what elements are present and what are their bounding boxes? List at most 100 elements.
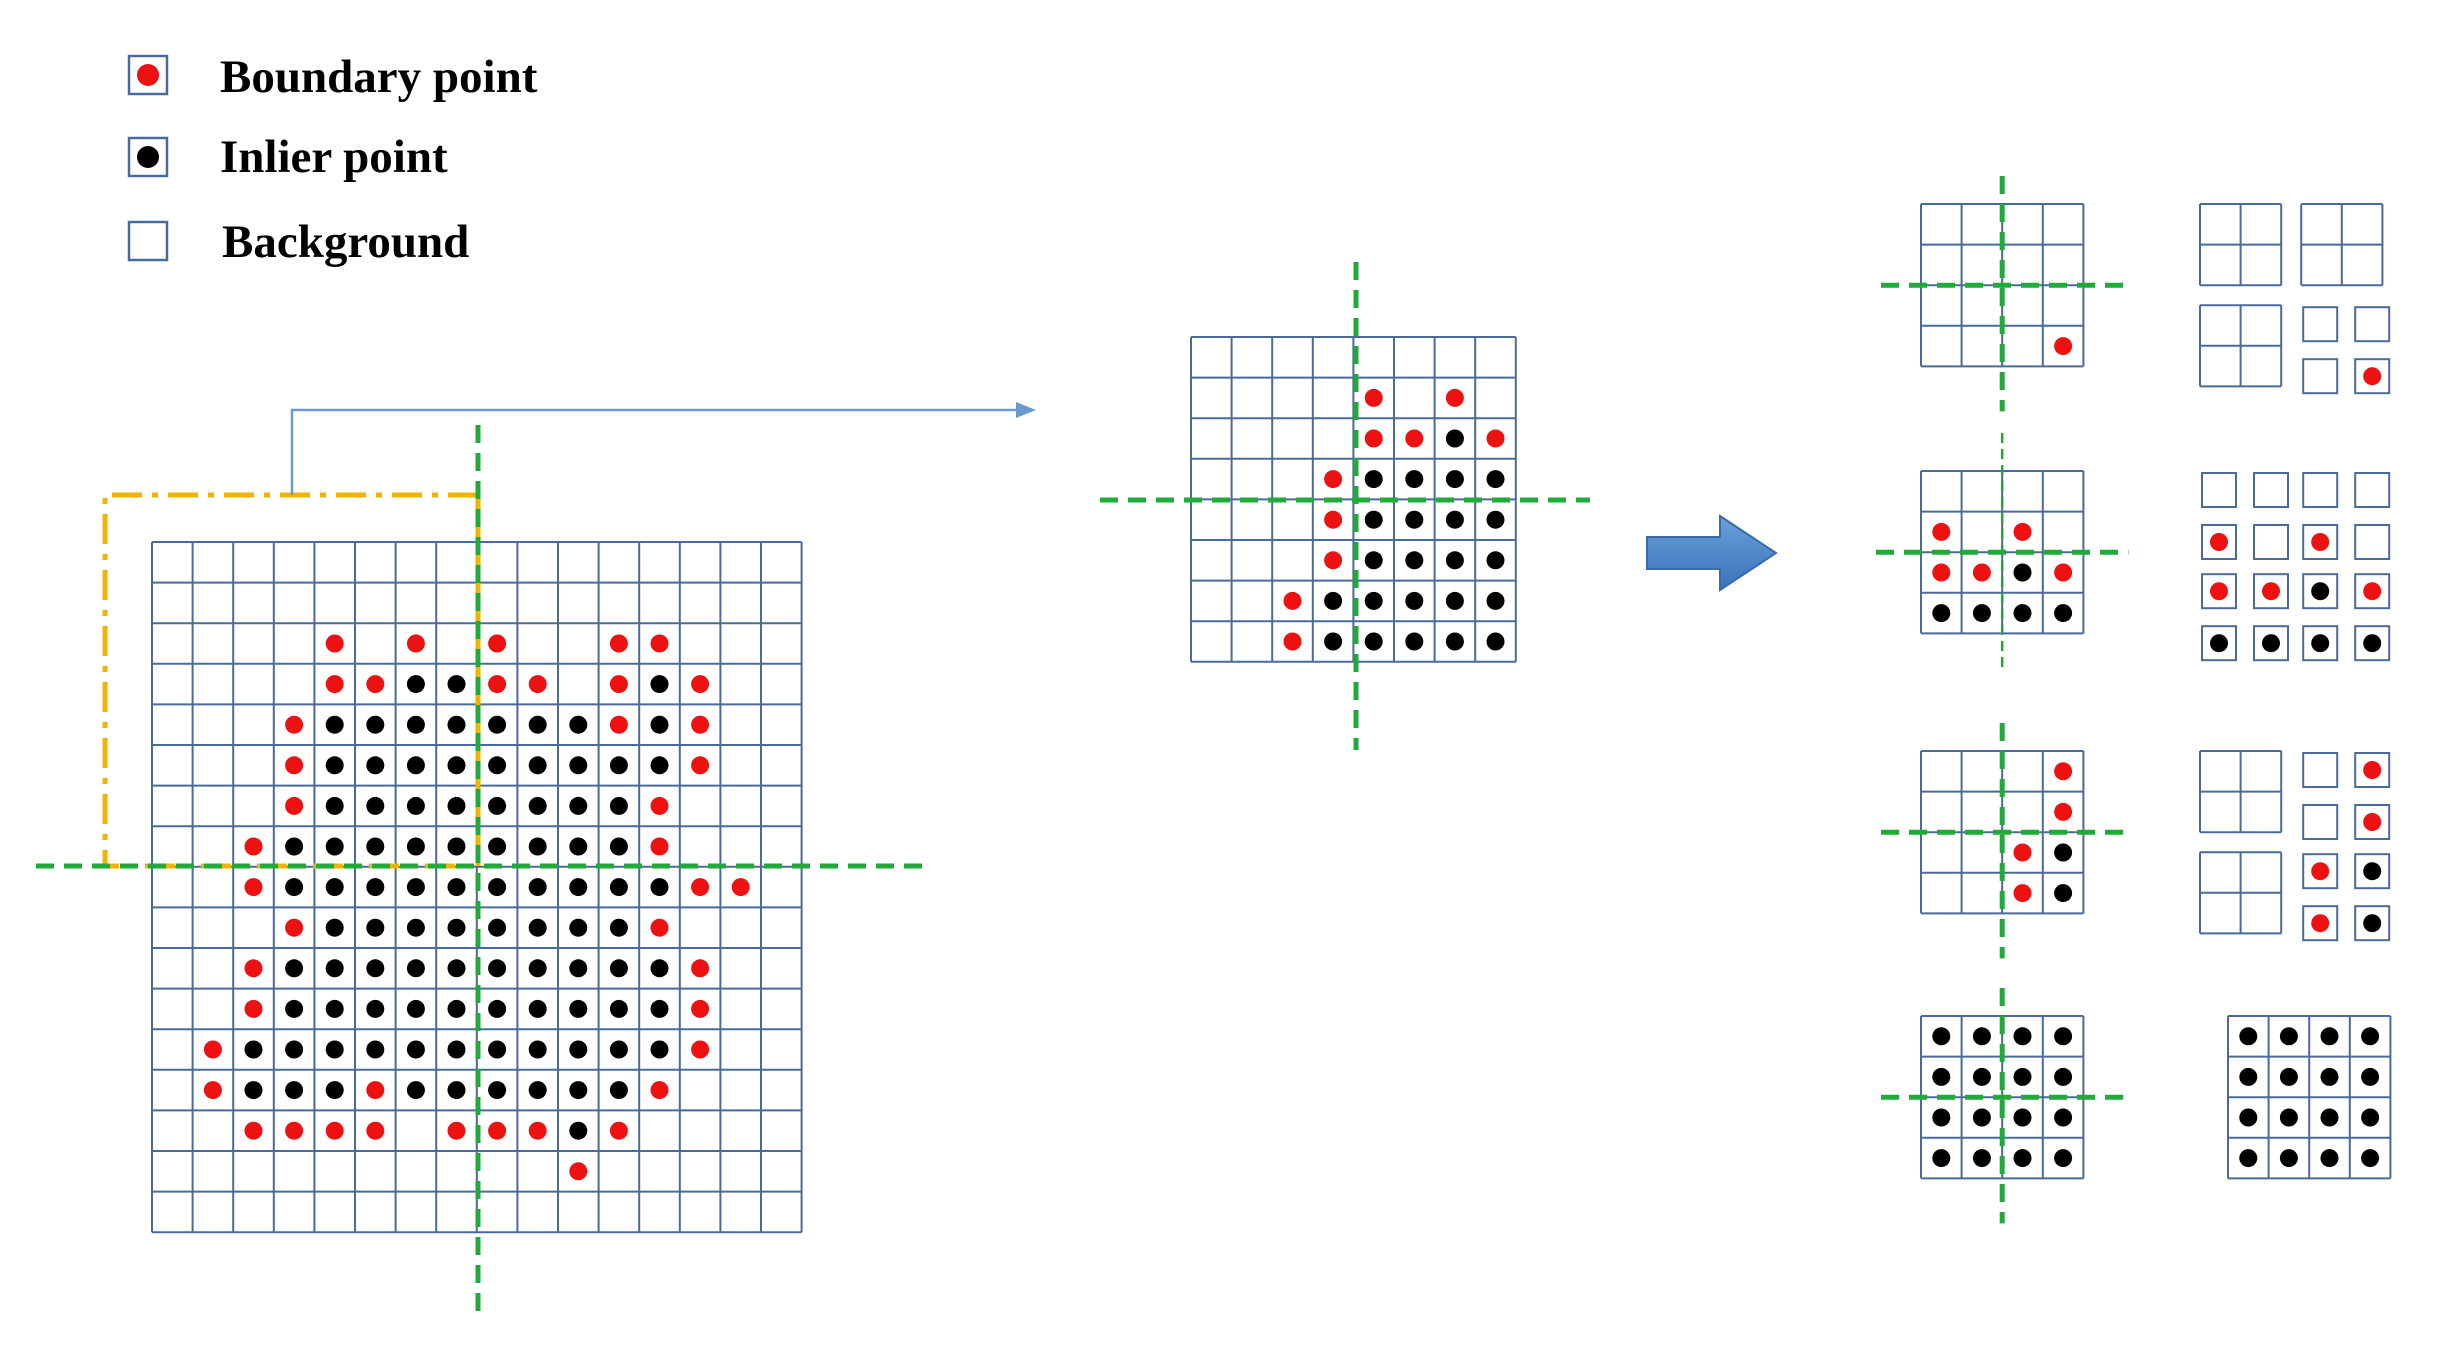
boundary-point-leaf	[2210, 582, 2228, 601]
inlier-point-result	[2361, 1149, 2380, 1168]
inlier-point-stage	[2054, 1108, 2073, 1127]
inlier-point-main	[609, 1081, 628, 1100]
boundary-point-main	[244, 999, 263, 1018]
boundary-point-stage	[1932, 522, 1951, 541]
inlier-point-main	[325, 999, 344, 1018]
boundary-point-main	[325, 634, 344, 653]
inlier-point-main	[609, 837, 628, 856]
quadrant-1	[2201, 472, 2289, 560]
inlier-point-leaf	[2311, 582, 2330, 601]
legend-item-boundary: Boundary point	[127, 51, 538, 103]
inlier-point-stage	[1972, 1108, 1991, 1127]
boundary-point-stage	[2013, 884, 2032, 903]
boundary-point-leaf	[2311, 862, 2330, 881]
boundary-point-leaf	[2363, 367, 2382, 386]
inlier-point-main	[325, 959, 344, 978]
inlier-point-main	[447, 715, 466, 734]
crop-grid-panel	[1100, 262, 1590, 750]
inlier-point-main	[366, 1040, 385, 1059]
boundary-point-main	[244, 837, 263, 856]
inlier-point-main	[569, 999, 588, 1018]
inlier-point-main	[569, 715, 588, 734]
inlier-point-crop	[1445, 470, 1464, 489]
legend-item-background: Background	[127, 216, 469, 268]
stage-result-grid-lines	[2227, 1015, 2392, 1180]
quadrant-4	[2302, 306, 2391, 395]
inlier-point-stage	[1932, 604, 1951, 623]
boundary-point-crop	[1405, 429, 1424, 448]
inlier-point-result	[2279, 1027, 2298, 1046]
inlier-point-result	[2320, 1067, 2339, 1086]
inlier-point-stage	[2054, 843, 2073, 862]
inlier-point-main	[569, 959, 588, 978]
boundary-point-crop	[1283, 591, 1302, 610]
quadrant-2	[2302, 472, 2391, 560]
boundary-point-main	[528, 1121, 547, 1140]
inlier-point-leaf	[2363, 862, 2382, 881]
boundary-point-main	[650, 918, 669, 937]
quadrant-1	[2199, 203, 2283, 287]
inlier-point-main	[406, 1040, 425, 1059]
inlier-point-main	[609, 756, 628, 775]
inlier-point-main	[285, 1040, 304, 1059]
quadrant-grid-lines	[2199, 750, 2283, 834]
stage-2	[1876, 433, 2391, 672]
inlier-point-crop	[1364, 591, 1383, 610]
quadrant-grid	[2300, 203, 2384, 287]
inlier-point-stage	[1972, 1027, 1991, 1046]
legend-swatch-boundary	[127, 54, 169, 96]
inlier-point-main	[406, 918, 425, 937]
inlier-point-crop	[1405, 551, 1424, 570]
boundary-point-main	[244, 878, 263, 897]
inlier-point-leaf	[2311, 634, 2330, 653]
inlier-point-stage	[2054, 1149, 2073, 1168]
boundary-point-crop	[1324, 470, 1343, 489]
inlier-point-main	[569, 918, 588, 937]
inlier-point-main	[609, 999, 628, 1018]
inlier-point-crop	[1405, 591, 1424, 610]
leaf-cell	[2253, 472, 2289, 508]
boundary-point-leaf	[2311, 533, 2330, 551]
boundary-point-leaf	[2363, 761, 2382, 779]
leaf-cell	[2302, 472, 2339, 508]
inlier-point-stage	[2013, 604, 2032, 623]
inlier-point-main	[609, 918, 628, 937]
leaf-cell	[2201, 573, 2237, 610]
inlier-point-main	[488, 715, 507, 734]
inlier-point-crop	[1324, 632, 1343, 651]
quadrant-grid-lines	[2199, 851, 2283, 935]
inlier-point-main	[569, 1040, 588, 1059]
inlier-point-main	[609, 796, 628, 815]
leaf-cell	[2302, 804, 2339, 840]
inlier-point-main	[366, 756, 385, 775]
main-grid-panel	[36, 425, 928, 1315]
quadrant-grid	[2199, 750, 2283, 834]
boundary-point-main	[528, 675, 547, 694]
inlier-point-result	[2279, 1149, 2298, 1168]
inlier-point-main	[488, 1040, 507, 1059]
boundary-point-main	[325, 675, 344, 694]
inlier-point-result	[2361, 1108, 2380, 1127]
inlier-point-main	[609, 959, 628, 978]
inlier-point-stage	[2054, 1067, 2073, 1086]
boundary-point-main	[203, 1040, 222, 1059]
inlier-point-main	[366, 999, 385, 1018]
boundary-point-main	[285, 918, 304, 937]
inlier-point-leaf	[2363, 914, 2382, 933]
leaf-cell	[2302, 905, 2339, 942]
stage-3	[1881, 723, 2391, 959]
boundary-point-stage	[2054, 563, 2073, 582]
inlier-point-main	[528, 715, 547, 734]
leaf-cell	[2354, 472, 2391, 508]
inlier-point-main	[528, 1081, 547, 1100]
inlier-point-main	[569, 837, 588, 856]
boundary-point-main	[691, 959, 710, 978]
inlier-point-crop	[1486, 470, 1505, 489]
inlier-point-main	[325, 878, 344, 897]
boundary-point-crop	[1364, 388, 1383, 407]
inlier-point-main	[569, 878, 588, 897]
boundary-point-main	[488, 634, 507, 653]
inlier-point-main	[285, 878, 304, 897]
inlier-point-main	[528, 756, 547, 775]
inlier-point-main	[406, 715, 425, 734]
